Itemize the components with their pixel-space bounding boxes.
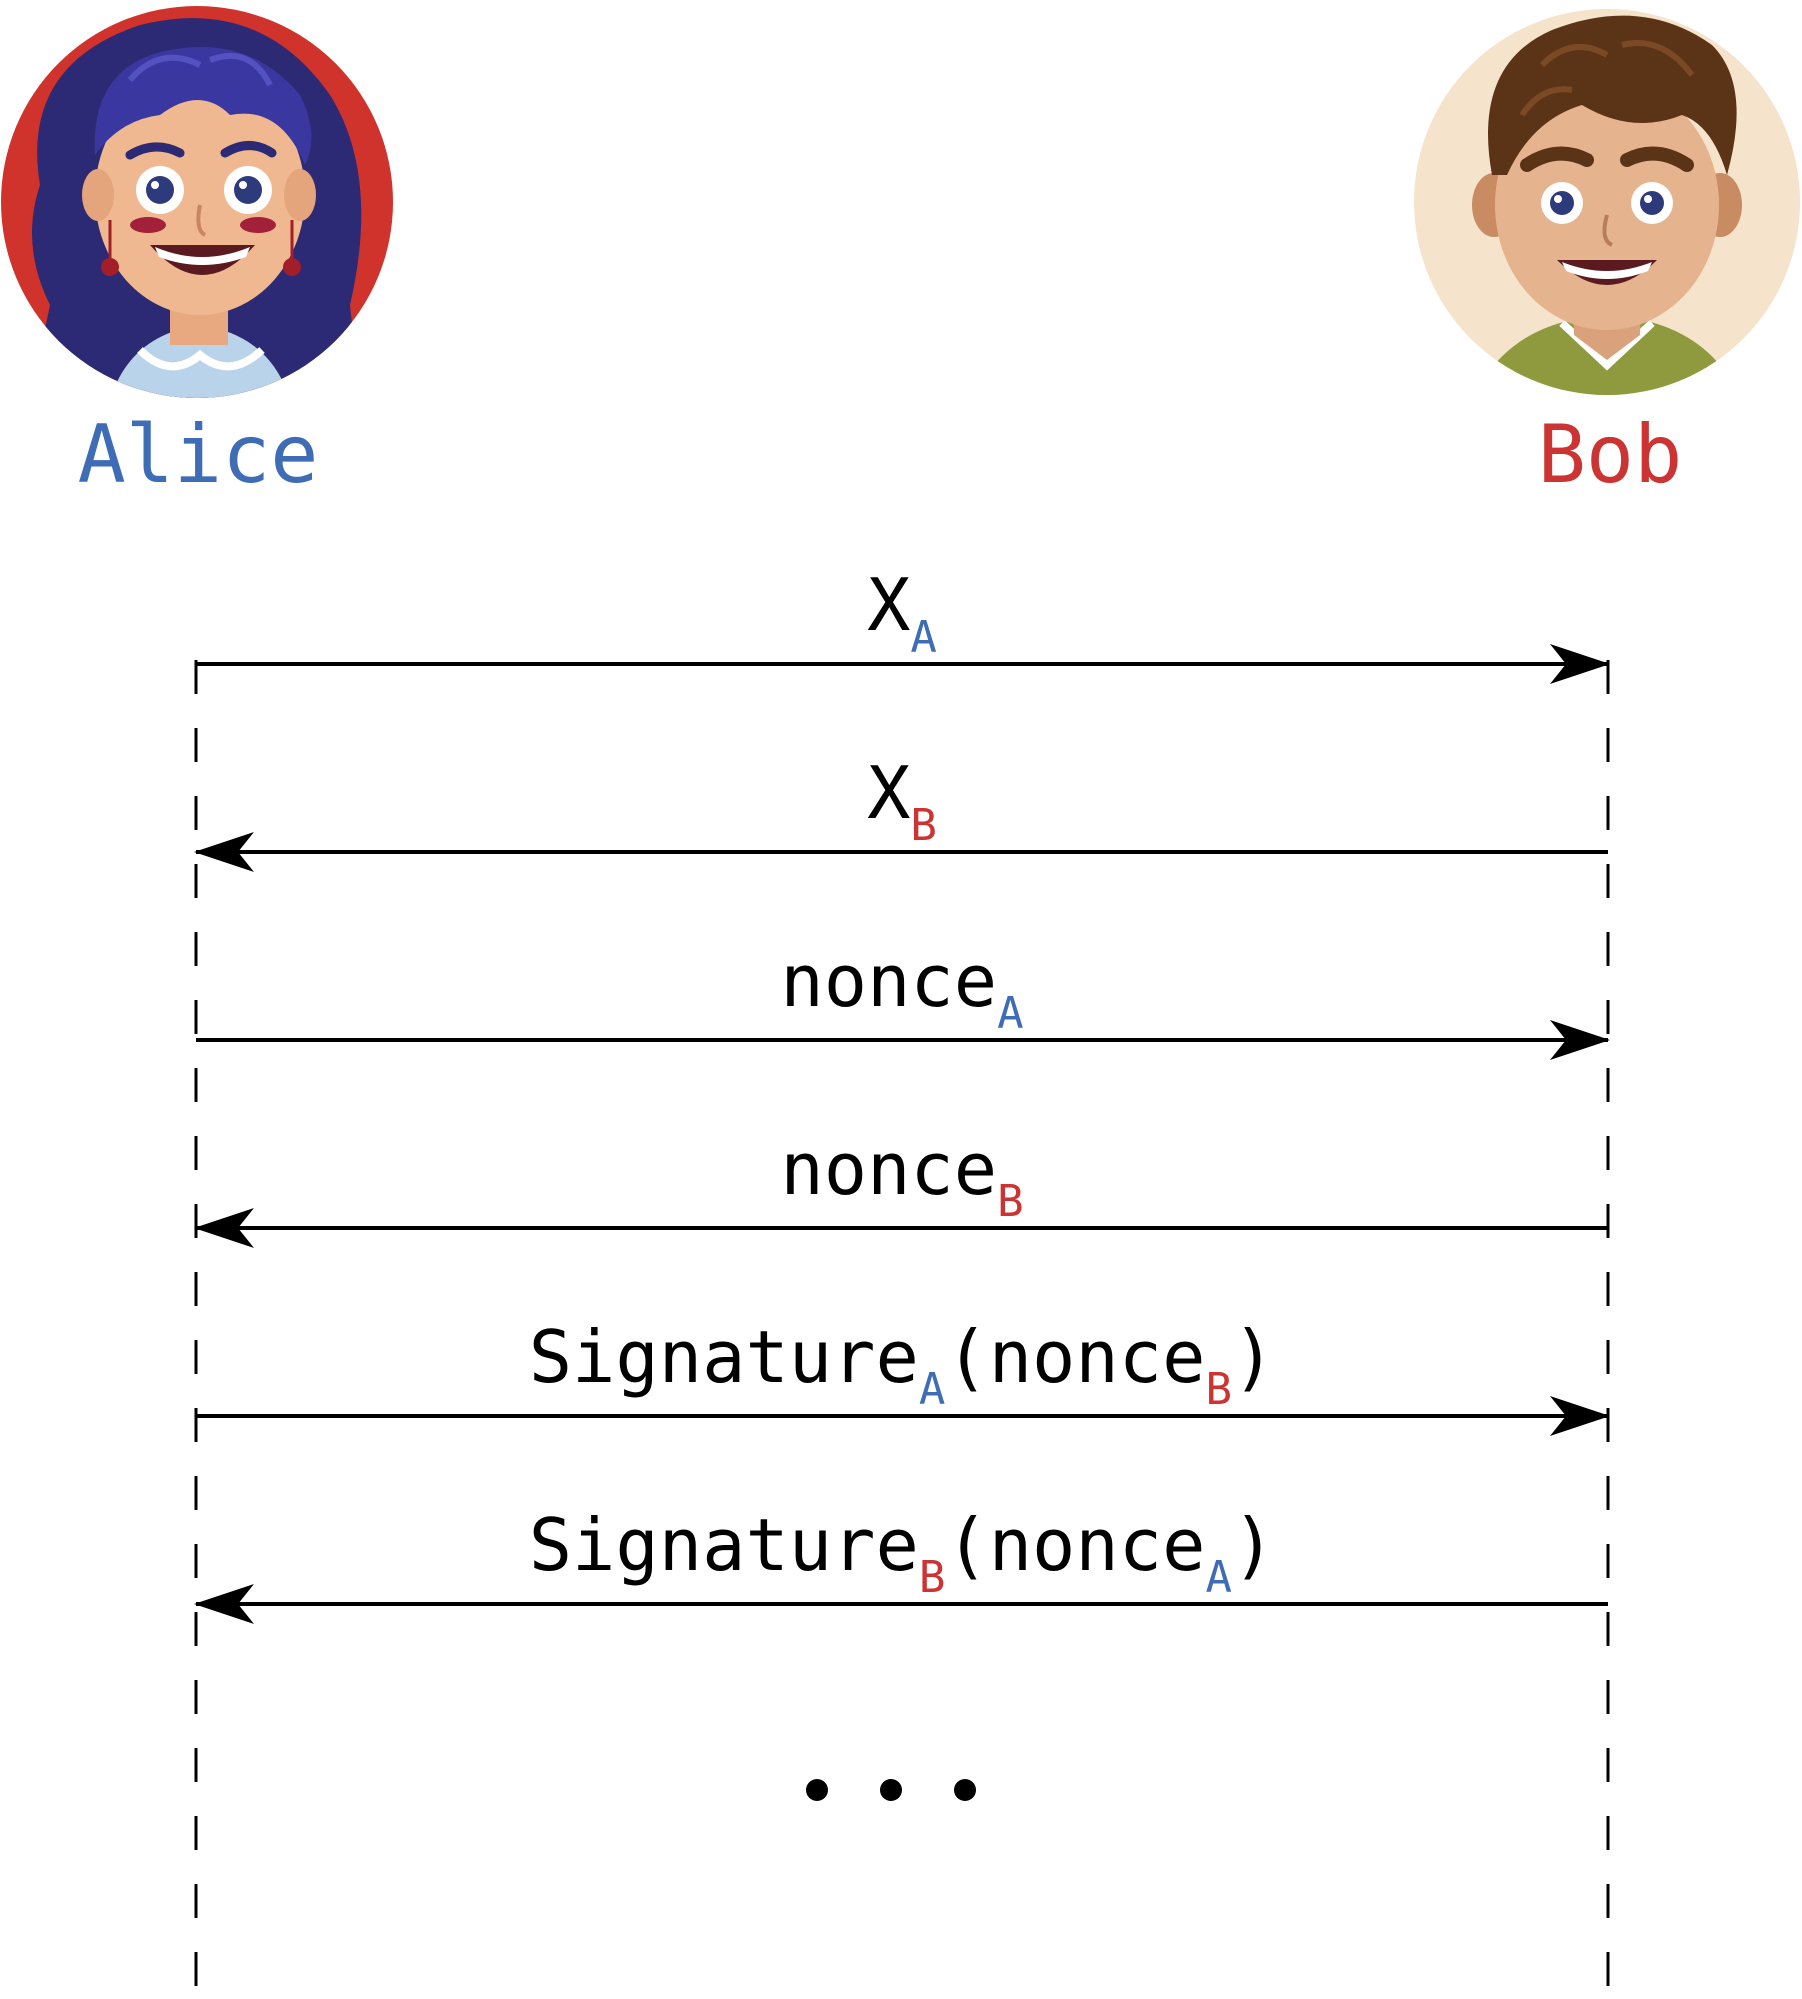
subscript-alice: A: [919, 1364, 946, 1415]
boy-avatar-icon: [1414, 9, 1800, 395]
subscript-alice: A: [997, 988, 1024, 1039]
message-4: nonceB: [194, 1127, 1608, 1248]
girl-avatar-icon: [1, 6, 393, 398]
message-label: nonceA: [780, 939, 1023, 1039]
label-text: X: [867, 751, 910, 835]
ellipsis-dot: [954, 1779, 976, 1801]
label-text: X: [867, 563, 910, 647]
message-1: XA: [196, 563, 1610, 684]
subscript-alice: A: [910, 612, 937, 663]
label-text: (nonce: [945, 1503, 1205, 1587]
bob-label: Bob: [1537, 408, 1683, 501]
message-label: nonceB: [780, 1127, 1023, 1227]
ellipsis-dot: [880, 1779, 902, 1801]
message-label: SignatureB(nonceA): [529, 1503, 1276, 1603]
message-label: XA: [867, 563, 937, 663]
subscript-bob: B: [910, 800, 937, 851]
subscript-alice: A: [1205, 1552, 1232, 1603]
ellipsis-dot: [806, 1779, 828, 1801]
message-label: SignatureA(nonceB): [529, 1315, 1276, 1415]
label-text: Signature: [529, 1315, 919, 1399]
alice-avatar: [1, 6, 393, 398]
label-text: ): [1232, 1315, 1275, 1399]
message-label: XB: [867, 751, 937, 851]
label-text: Signature: [529, 1503, 919, 1587]
subscript-bob: B: [997, 1176, 1024, 1227]
label-text: nonce: [780, 939, 997, 1023]
message-2: XB: [194, 751, 1608, 872]
message-6: SignatureB(nonceA): [194, 1503, 1608, 1624]
label-text: nonce: [780, 1127, 997, 1211]
bob-avatar: [1414, 9, 1800, 395]
message-5: SignatureA(nonceB): [196, 1315, 1610, 1436]
label-text: (nonce: [945, 1315, 1205, 1399]
alice-label: Alice: [77, 408, 319, 501]
subscript-bob: B: [1205, 1364, 1232, 1415]
label-text: ): [1232, 1503, 1275, 1587]
subscript-bob: B: [919, 1552, 946, 1603]
message-3: nonceA: [196, 939, 1610, 1060]
continuation-ellipsis: [806, 1779, 976, 1801]
